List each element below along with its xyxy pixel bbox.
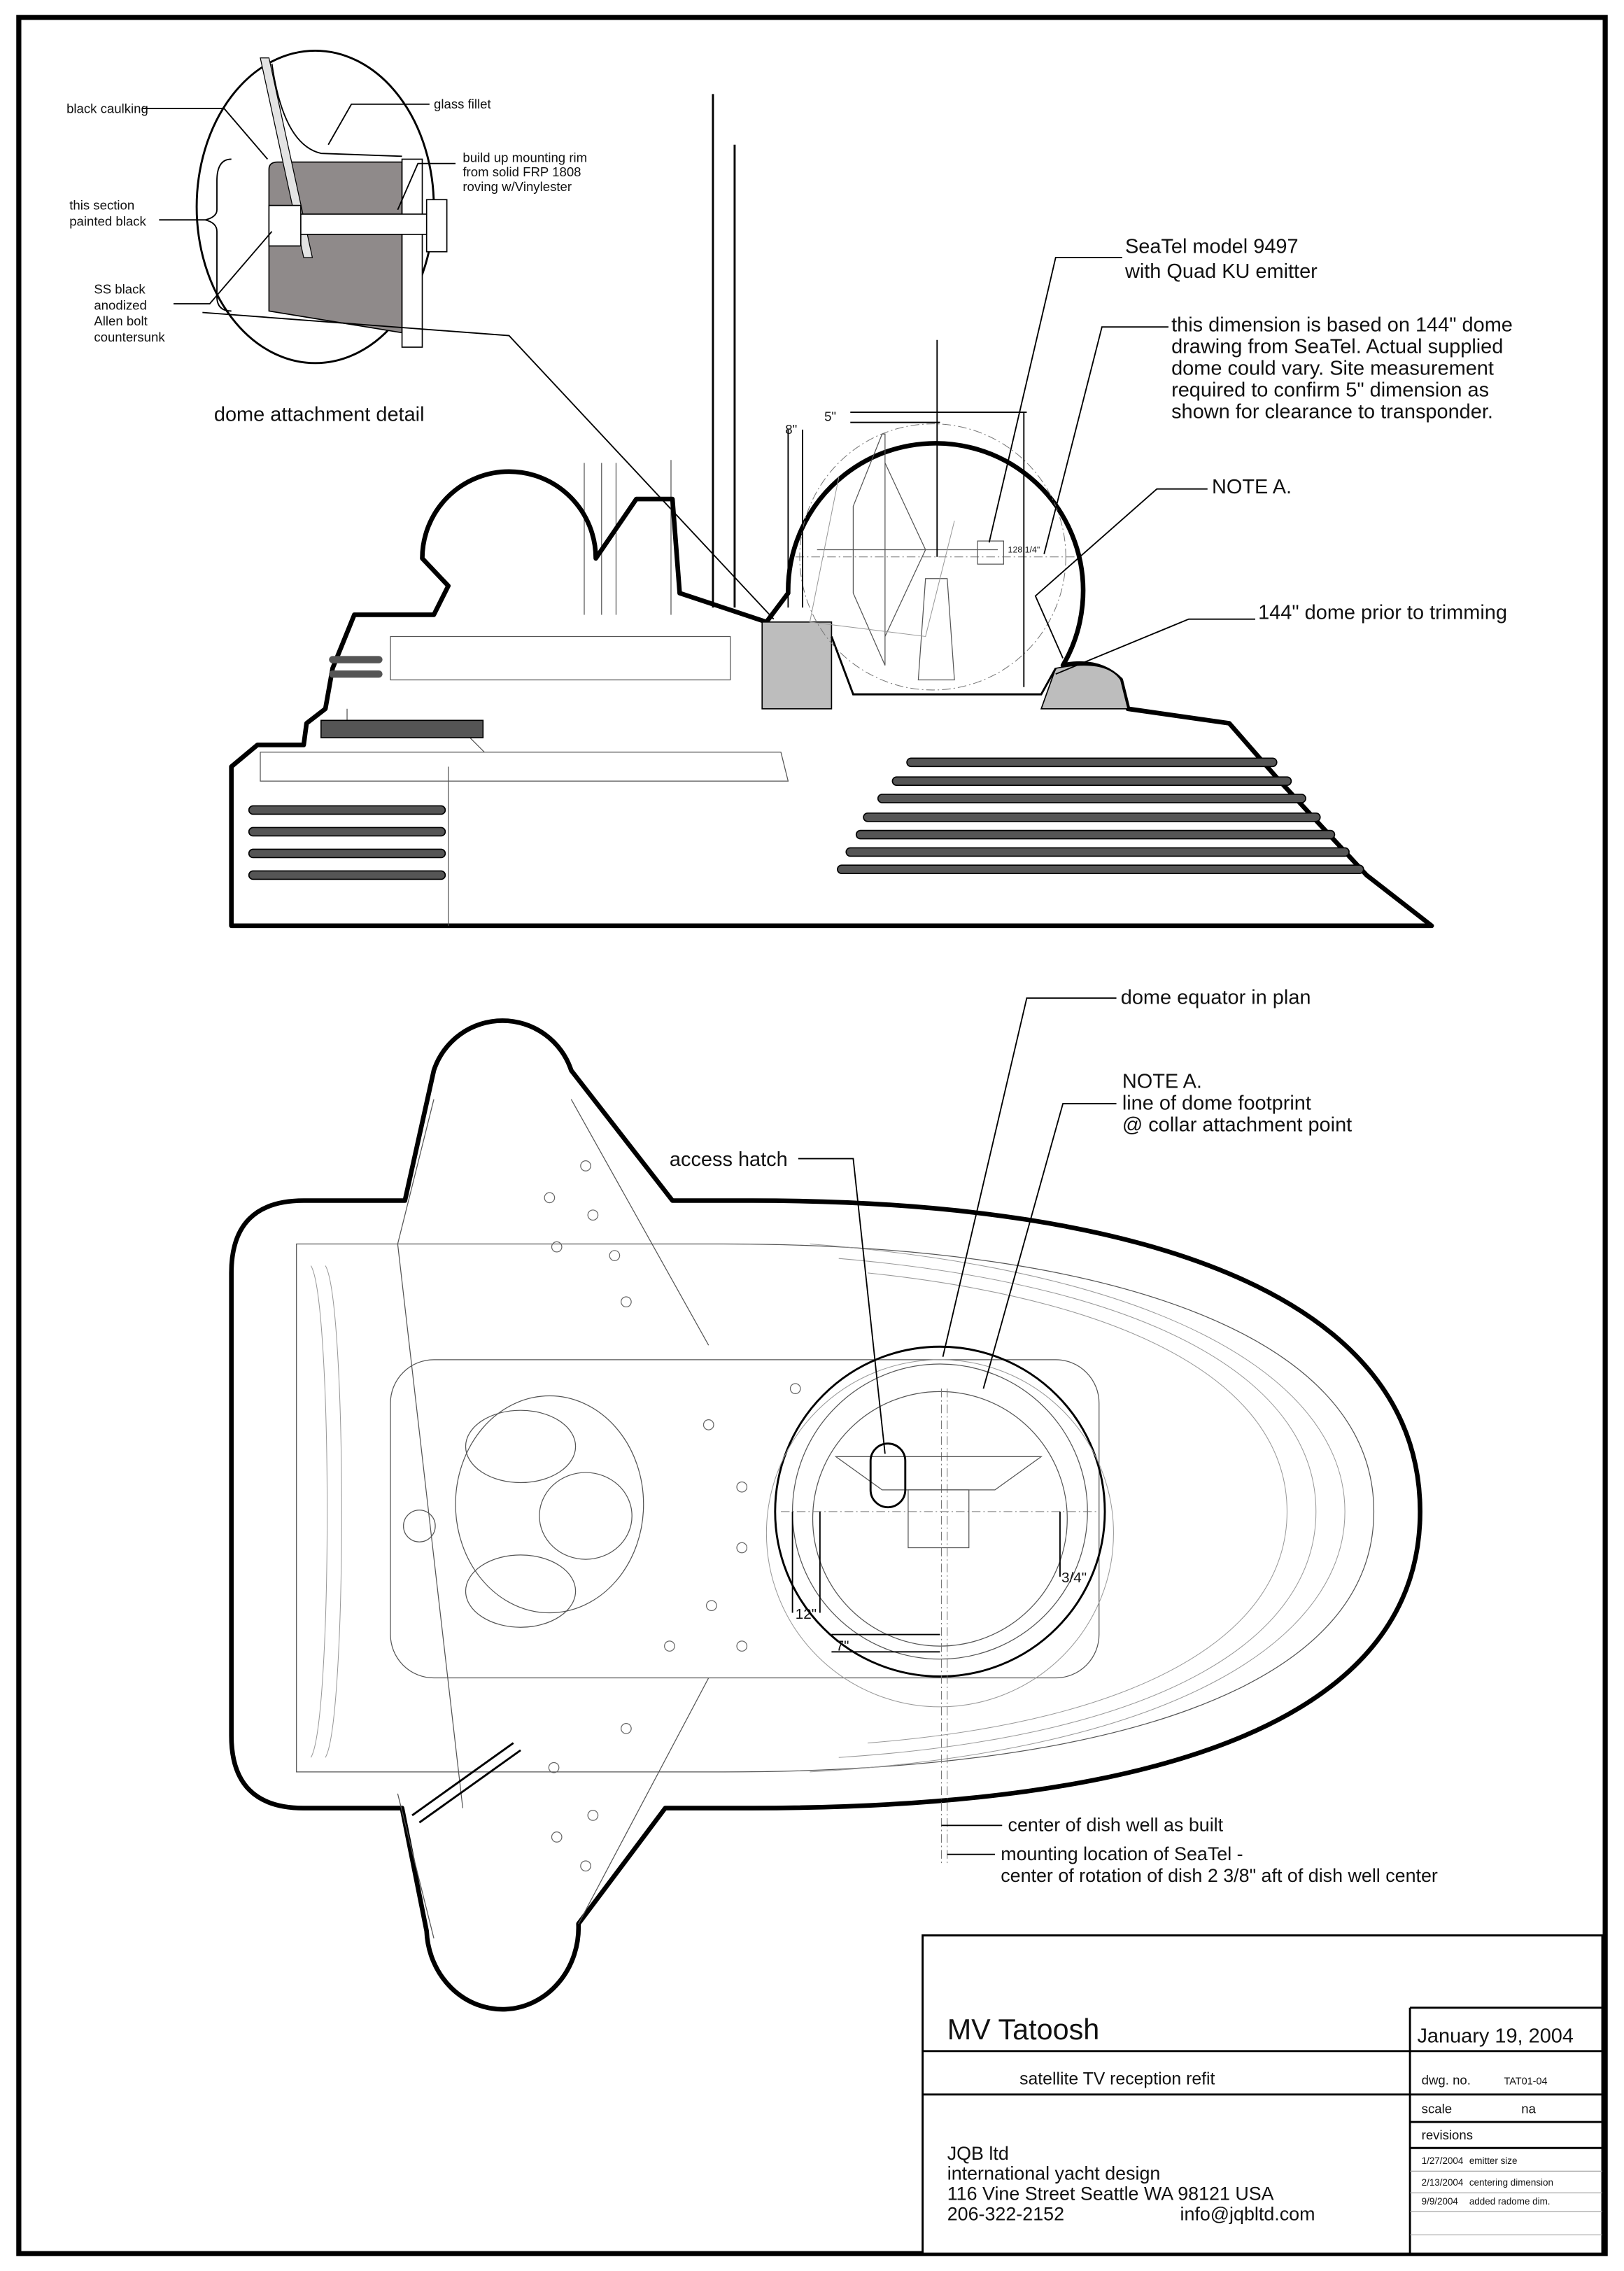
dome-prior-label: 144" dome prior to trimming <box>1258 602 1507 624</box>
dimension-note-2: drawing from SeaTel. Actual supplied <box>1171 335 1503 358</box>
dwg-no-label: dwg. no. <box>1422 2072 1471 2087</box>
mounting-rim-label-1: build up mounting rim <box>463 150 587 165</box>
detail-title: dome attachment detail <box>214 404 425 426</box>
dim-128-label: 128 1/4" <box>1008 545 1040 555</box>
bracket <box>205 158 232 312</box>
bolt-label-3: Allen bolt <box>94 314 148 328</box>
mounting-rim-label-3: roving w/Vinylester <box>463 179 572 194</box>
dome-equator-circle <box>774 1345 1106 1678</box>
dimension-note-3: dome could vary. Site measurement <box>1171 357 1494 379</box>
revision-date: 1/27/2004 <box>1422 2156 1464 2166</box>
bolt-nut <box>425 199 448 253</box>
deck-fittings <box>544 1160 801 1872</box>
revision-date: 9/9/2004 <box>1422 2196 1459 2207</box>
plan-view: 12" 3/4" 7" dome equator in plan NOTE A.… <box>229 986 1438 2012</box>
sheet-border <box>16 15 1608 2256</box>
note-a-plan-3: @ collar attachment point <box>1122 1113 1352 1136</box>
revision-desc: emitter size <box>1469 2156 1518 2166</box>
black-caulking-label: black caulking <box>66 101 148 115</box>
bolt-label-2: anodized <box>94 297 146 312</box>
access-hatch-label: access hatch <box>670 1148 788 1171</box>
dimension-note-4: required to confirm 5" dimension as <box>1171 379 1489 401</box>
glass-fillet <box>271 63 402 157</box>
revision-desc: added radome dim. <box>1469 2196 1551 2207</box>
dimension-note-5: shown for clearance to transponder. <box>1171 400 1493 423</box>
hull-flange <box>401 158 423 348</box>
revisions-label: revisions <box>1422 2128 1473 2142</box>
dimension-note-1: this dimension is based on 144" dome <box>1171 314 1513 336</box>
hull-stripes-left <box>248 656 484 880</box>
dim-12-label: 12" <box>796 1606 817 1622</box>
seatel-model-label-2: with Quad KU emitter <box>1124 260 1318 283</box>
revision-date: 2/13/2004 <box>1422 2177 1464 2188</box>
title-block: MV Tatoosh January 19, 2004 satellite TV… <box>922 1934 1604 2255</box>
glass-fillet-label: glass fillet <box>434 97 491 111</box>
bolt-label-4: countersunk <box>94 330 165 344</box>
note-a-elevation: NOTE A. <box>1212 476 1292 498</box>
painted-black-label-1: this section <box>69 198 134 213</box>
dim-7-label: 7" <box>836 1638 849 1654</box>
scale-value: na <box>1521 2102 1536 2116</box>
access-hatch <box>869 1442 907 1509</box>
plan-hull-outline <box>229 1018 1422 2012</box>
mounting-location-label-2: center of rotation of dish 2 3/8" aft of… <box>1001 1865 1438 1886</box>
mounting-location-label-1: mounting location of SeaTel - <box>1001 1843 1243 1864</box>
seatel-model-label-1: SeaTel model 9497 <box>1125 236 1299 258</box>
drawing-date: January 19, 2004 <box>1417 2025 1574 2047</box>
cabin-top <box>390 1359 1100 1679</box>
dome-equator-label: dome equator in plan <box>1121 986 1311 1008</box>
company-email[interactable]: info@jqbltd.com <box>1180 2204 1315 2225</box>
dwg-no-value: TAT01-04 <box>1504 2076 1547 2087</box>
dish-well-gray-right <box>1040 664 1129 710</box>
hull-outline <box>229 441 1434 929</box>
dome-attachment-detail: black caulking glass fillet build up mou… <box>66 49 775 620</box>
company-address: 116 Vine Street Seattle WA 98121 USA <box>947 2184 1274 2205</box>
painted-black-label-2: painted black <box>69 213 146 228</box>
dim-5-label: 5" <box>824 409 836 424</box>
company-phone: 206-322-2152 <box>947 2204 1064 2225</box>
dim-34-label: 3/4" <box>1061 1570 1087 1586</box>
mounting-rim-label-2: from solid FRP 1808 <box>463 164 581 179</box>
vessel-name: MV Tatoosh <box>947 2013 1099 2046</box>
note-a-plan-1: NOTE A. <box>1122 1070 1202 1092</box>
scale-label: scale <box>1422 2102 1452 2116</box>
satellite-dish <box>809 433 1004 681</box>
dish-well <box>765 1345 1114 1866</box>
revision-desc: centering dimension <box>1469 2177 1553 2188</box>
hull-stripes-right <box>837 757 1364 875</box>
bolt-head <box>268 204 302 247</box>
drawing-subject: satellite TV reception refit <box>1019 2069 1215 2088</box>
note-a-plan-2: line of dome footprint <box>1122 1092 1311 1114</box>
dish-well-gray-left <box>761 621 833 710</box>
company-tagline: international yacht design <box>947 2163 1161 2184</box>
dish-well-center-label: center of dish well as built <box>1008 1815 1224 1836</box>
side-elevation: 8" 5" 128 1/4" SeaTel model 9497 with Qu… <box>229 94 1513 929</box>
bolt-label-1: SS black <box>94 282 146 297</box>
company-name: JQB ltd <box>947 2143 1009 2164</box>
dim-8-label: 8" <box>785 422 797 437</box>
